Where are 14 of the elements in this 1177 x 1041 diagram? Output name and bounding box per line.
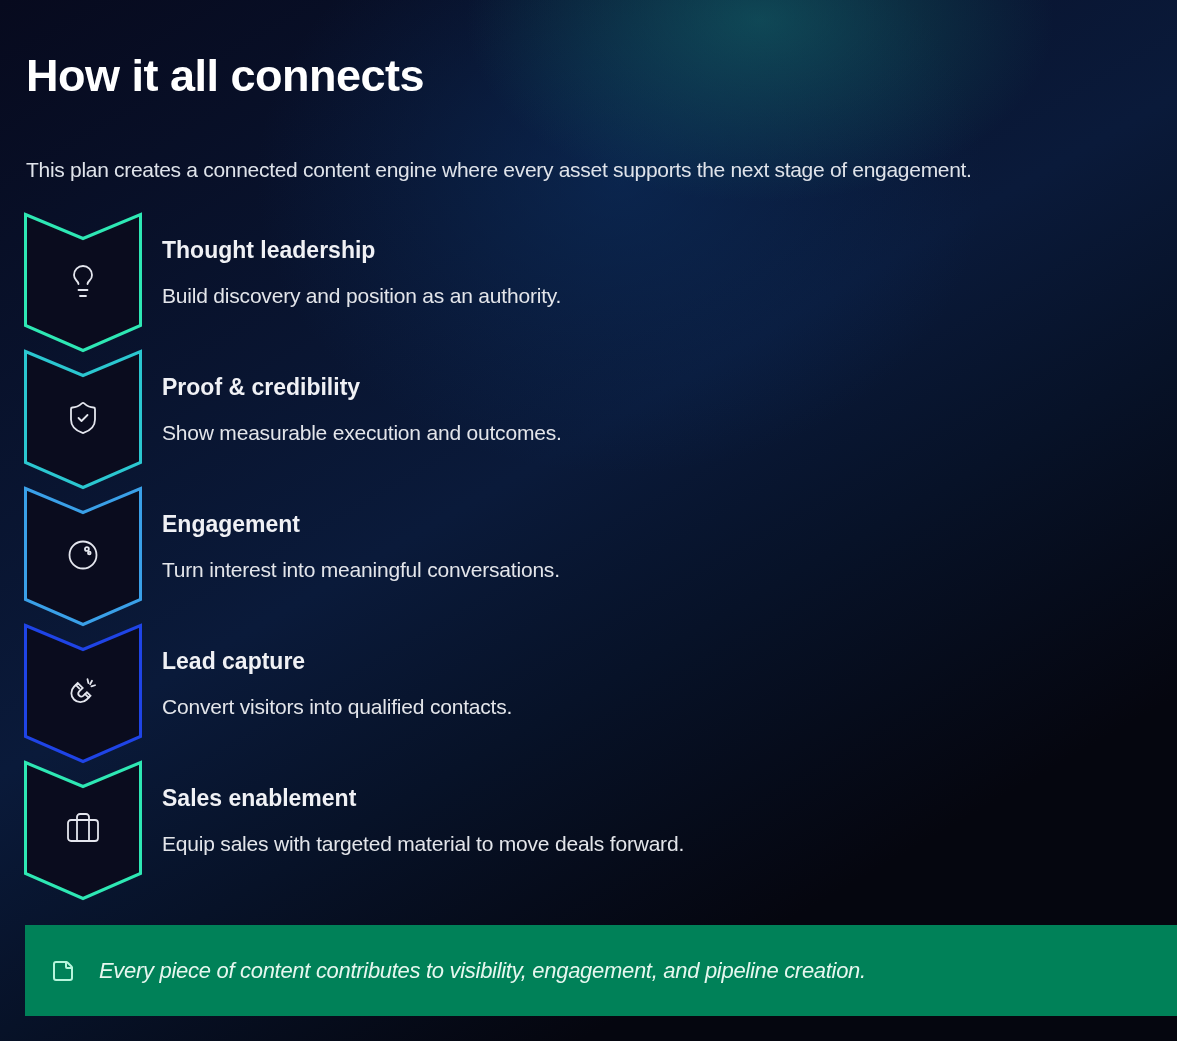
step-heading: Sales enablement xyxy=(162,785,357,812)
step-description: Build discovery and position as an authority. xyxy=(162,284,562,308)
step-description: Turn interest into meaningful conversations. xyxy=(162,558,560,582)
subtitle: This plan creates a connected content engine where every asset supports the next stage of engagement. xyxy=(26,158,972,182)
step-heading: Lead capture xyxy=(162,648,306,675)
summary-banner xyxy=(25,925,1177,1016)
step-heading: Proof & credibility xyxy=(162,374,361,401)
summary-text: Every piece of content contributes to visibility, engagement, and pipeline creation. xyxy=(99,957,866,984)
step-heading: Thought leadership xyxy=(162,237,376,264)
title: How it all connects xyxy=(26,50,425,102)
step-description: Convert visitors into qualified contacts. xyxy=(162,695,513,719)
step-description: Equip sales with targeted material to move deals forward. xyxy=(162,832,685,856)
step-description: Show measurable execution and outcomes. xyxy=(162,421,562,445)
step-heading: Engagement xyxy=(162,511,301,538)
